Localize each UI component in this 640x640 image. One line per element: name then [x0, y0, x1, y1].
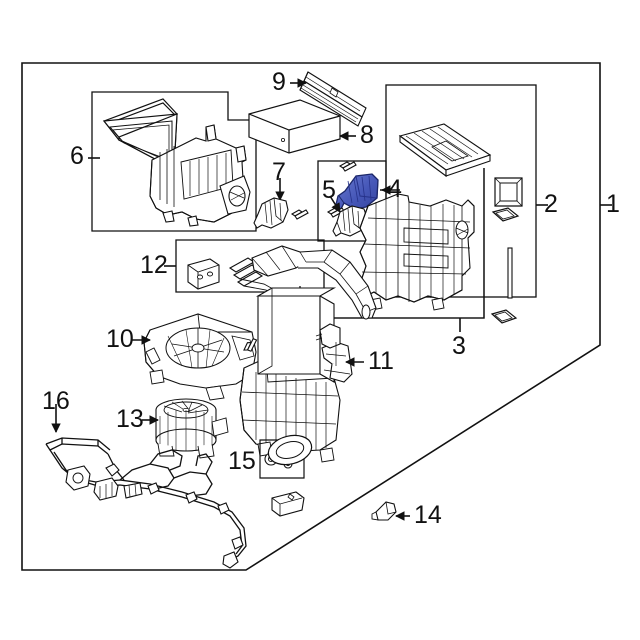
callout-5[interactable]: 5	[322, 176, 336, 204]
heater-case-body	[359, 193, 475, 311]
callout-4[interactable]: 4	[388, 175, 402, 203]
vent-seal-strip	[507, 247, 513, 299]
vent-seal-lower	[490, 309, 518, 324]
callout-15[interactable]: 15	[228, 447, 256, 475]
callout-13[interactable]: 13	[116, 405, 144, 433]
callout-12[interactable]: 12	[140, 251, 168, 279]
callout-7[interactable]: 7	[272, 158, 286, 186]
mode-door-actuator-5	[332, 205, 368, 237]
callout-2[interactable]: 2	[544, 190, 558, 218]
callout-8[interactable]: 8	[360, 121, 374, 149]
callout-6[interactable]: 6	[70, 142, 84, 170]
tube-bracket	[187, 258, 220, 290]
callout-11[interactable]: 11	[368, 347, 394, 375]
callout-16[interactable]: 16	[42, 387, 70, 415]
blower-housing-assembly	[143, 313, 257, 401]
harness-connectors	[65, 463, 244, 569]
large-oval-seal	[267, 434, 313, 466]
blower-intake-housing	[149, 124, 251, 227]
callout-14[interactable]: 14	[414, 501, 442, 529]
duct-wedge-part	[271, 491, 305, 517]
evaporator-case-assembly	[239, 357, 341, 463]
leader-lines	[51, 78, 612, 521]
square-vent-duct	[494, 177, 523, 207]
vent-seal-upper	[491, 207, 520, 222]
cabin-air-filter	[248, 99, 341, 154]
callout-10[interactable]: 10	[106, 325, 134, 353]
callout-9[interactable]: 9	[272, 68, 286, 96]
callout-3[interactable]: 3	[452, 332, 466, 360]
blower-motor-fan	[155, 398, 229, 459]
recirc-door-actuator-7	[253, 197, 289, 229]
retaining-clip	[371, 501, 397, 521]
refrigerant-tube-assembly	[228, 245, 377, 320]
defroster-grille	[398, 123, 492, 178]
callout-1[interactable]: 1	[606, 190, 620, 218]
